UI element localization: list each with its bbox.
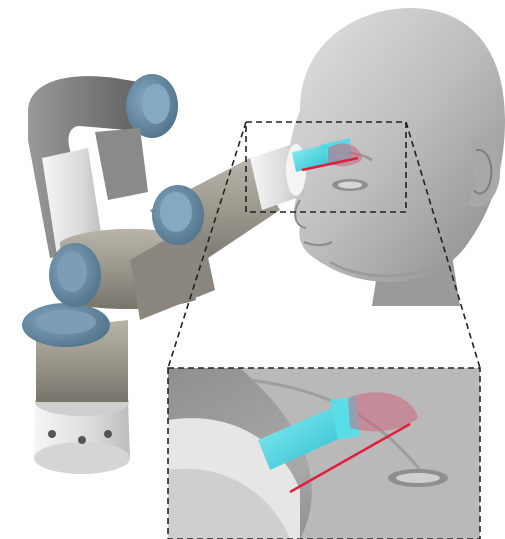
zoom-inset [168, 368, 480, 539]
